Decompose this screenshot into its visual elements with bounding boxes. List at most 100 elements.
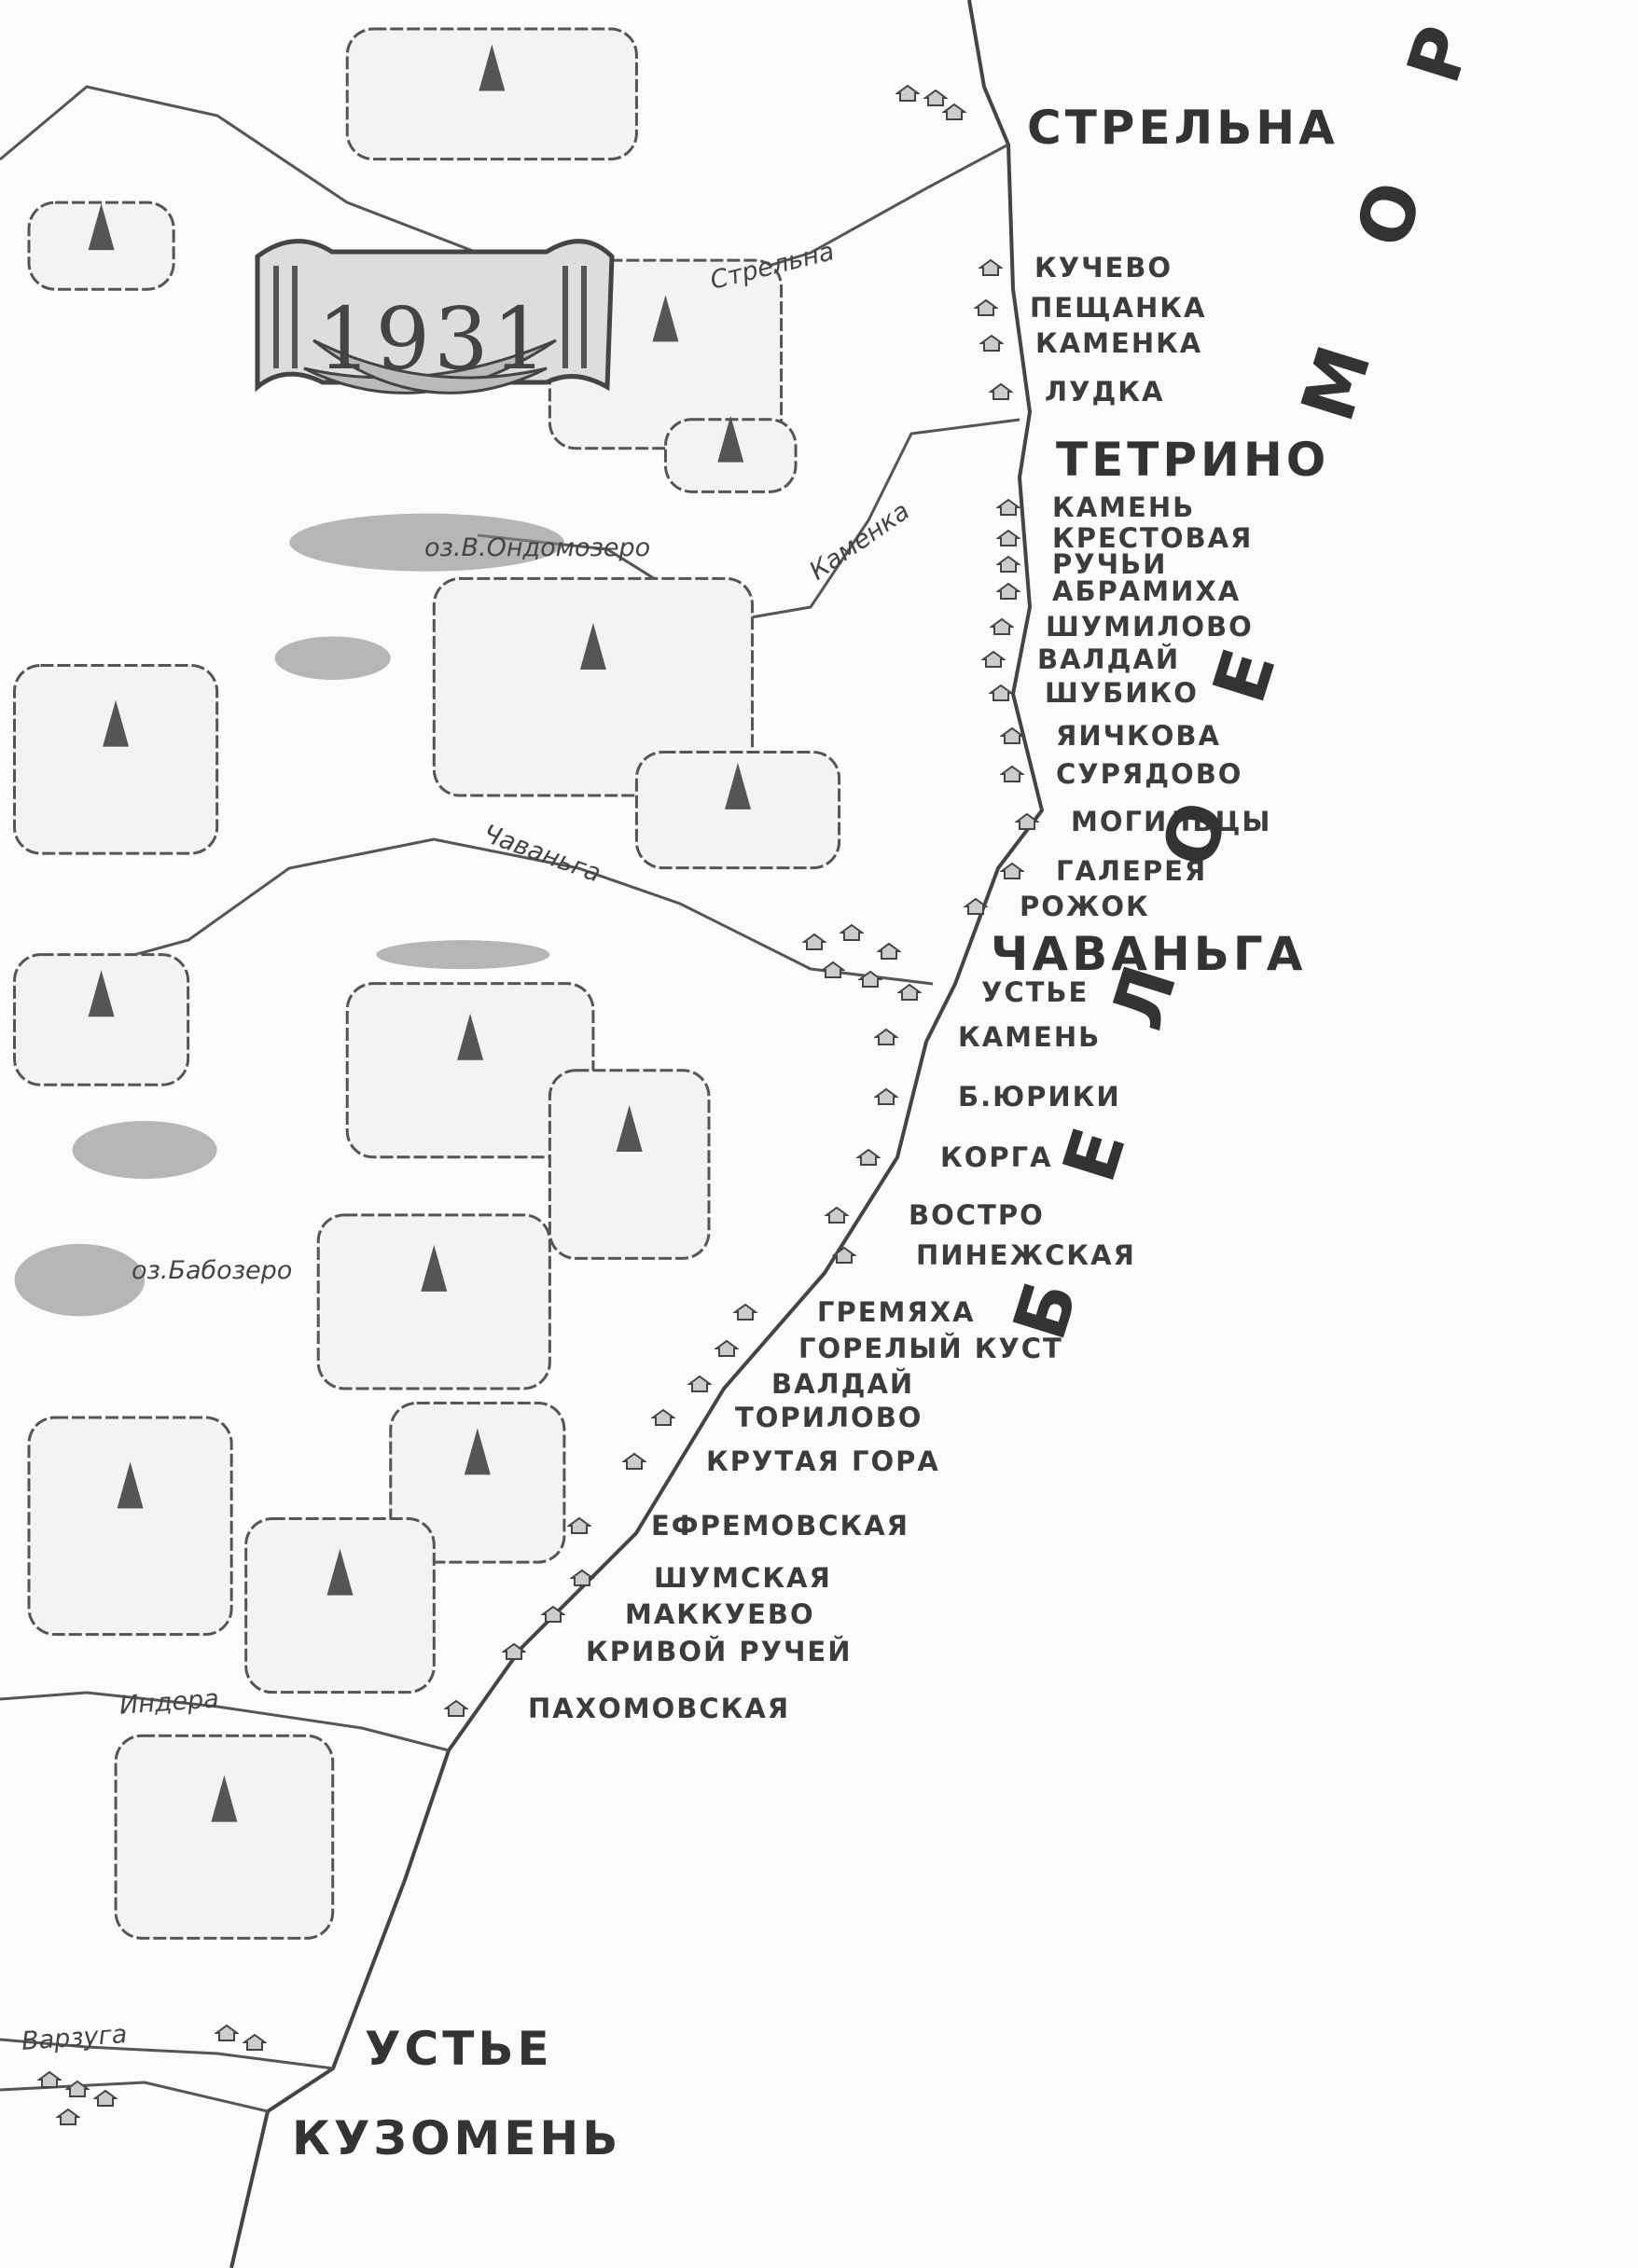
tree-icon [103,699,130,747]
house-icon [63,2080,91,2098]
house-icon [35,2070,63,2089]
coastline [229,0,1045,2268]
house-icon [830,1246,858,1265]
fish-icon [312,339,548,394]
village-label: МОГИЛЬЦЫ [1071,806,1272,837]
house-icon [872,1087,900,1106]
forest-land-patch [27,1416,233,1637]
village-label: КРИВОЙ РУЧЕЙ [586,1636,853,1667]
village-label: ГОРЕЛЫЙ КУСТ [798,1333,1063,1364]
village-label: КАМЕНЬ [958,1021,1102,1053]
forest-land-patch [548,1069,711,1260]
house-icon [994,555,1022,574]
lake-label-babozero: оз.Бабозеро [132,1256,293,1285]
house-icon [731,1303,759,1321]
house-icon [442,1699,470,1718]
village-label: ВАЛДАЙ [1037,643,1181,675]
map-year: 1931 [317,289,551,389]
tree-icon [457,1013,484,1060]
village-label: УСТЬЕ [981,976,1090,1008]
house-icon [620,1452,648,1471]
village-label: РОЖОК [1020,891,1150,922]
lake [274,636,391,680]
village-label: ПИНЕЖСКАЯ [916,1239,1136,1271]
house-icon [91,2089,119,2108]
house-icon [54,2108,82,2126]
forest-land-patch [244,1517,436,1694]
tree-icon [117,1461,144,1509]
house-icon [987,684,1015,702]
house-icon [565,1516,593,1535]
tree-icon [421,1244,448,1292]
house-icon [800,933,828,951]
house-icon [895,983,923,1002]
village-label: ВОСТРО [909,1199,1045,1231]
house-icon [854,1148,882,1167]
forest-land-patches [13,27,841,1940]
house-icon [987,382,1015,401]
house-icon [998,862,1026,880]
tree-icon [479,44,506,91]
tree-icon [717,415,744,463]
house-icon [894,84,922,103]
forest-land-patch [634,751,841,870]
house-icon [539,1605,567,1624]
tree-icon [616,1104,643,1152]
lake [72,1121,217,1180]
house-icon [568,1569,596,1587]
forest-land-patch [13,663,219,855]
village-label: КУЧЕВО [1034,252,1173,284]
house-icon [649,1408,677,1427]
village-label: ГРЕМЯХА [817,1296,976,1328]
forest-land-patch [345,27,638,161]
house-icon [875,942,903,961]
house-icon [241,2033,269,2052]
house-icon [213,2024,241,2042]
village-label: ПАХОМОВСКАЯ [528,1693,791,1724]
lakes [14,513,564,1317]
village-label: ПЕЩАНКА [1030,292,1207,324]
house-icon [1013,812,1041,831]
house-icon [838,923,866,942]
village-label: КАМЕНЬ [1052,491,1196,523]
house-icon [998,765,1026,783]
house-icon [819,961,847,979]
village-label: РУЧЬИ [1052,548,1168,580]
house-icon [988,617,1016,636]
river-line [477,418,1020,624]
house-icon [994,582,1022,601]
village-label: ГАЛЕРЕЯ [1056,855,1208,887]
house-icon [979,650,1007,669]
tree-icon [326,1548,354,1596]
house-icon [686,1375,714,1393]
village-label: АБРАМИХА [1052,575,1242,607]
settlement-strelna: СТРЕЛЬНА [1027,101,1339,155]
tree-icon [652,295,679,342]
house-icon [823,1206,851,1224]
village-label: ШУБИКО [1045,677,1199,709]
village-label: ЛУДКА [1045,376,1165,408]
village-label: Б.ЮРИКИ [958,1081,1121,1113]
village-label: ЯИЧКОВА [1056,720,1221,752]
village-label: КРУТАЯ ГОРА [706,1445,940,1477]
village-label: КОРГА [940,1141,1053,1173]
settlement-kuzomen: КУЗОМЕНЬ [292,2111,622,2165]
settlement-uste: УСТЬЕ [365,2022,553,2076]
settlement-chavanga: ЧАВАНЬГА [991,927,1307,981]
lake [289,513,564,572]
forest-land-patch [432,576,755,797]
village-label: КРЕСТОВАЯ [1052,522,1254,554]
lake [14,1243,146,1317]
house-icon [998,726,1026,745]
house-icon [872,1028,900,1046]
river-line [28,837,934,986]
village-label: СУРЯДОВО [1056,758,1243,790]
river-line [0,2038,334,2070]
house-icon [978,334,1006,353]
year-banner-with-fish [255,239,615,394]
village-label: КАМЕНКА [1035,327,1203,359]
house-icon [500,1642,528,1661]
forest-land-patch [114,1734,335,1940]
